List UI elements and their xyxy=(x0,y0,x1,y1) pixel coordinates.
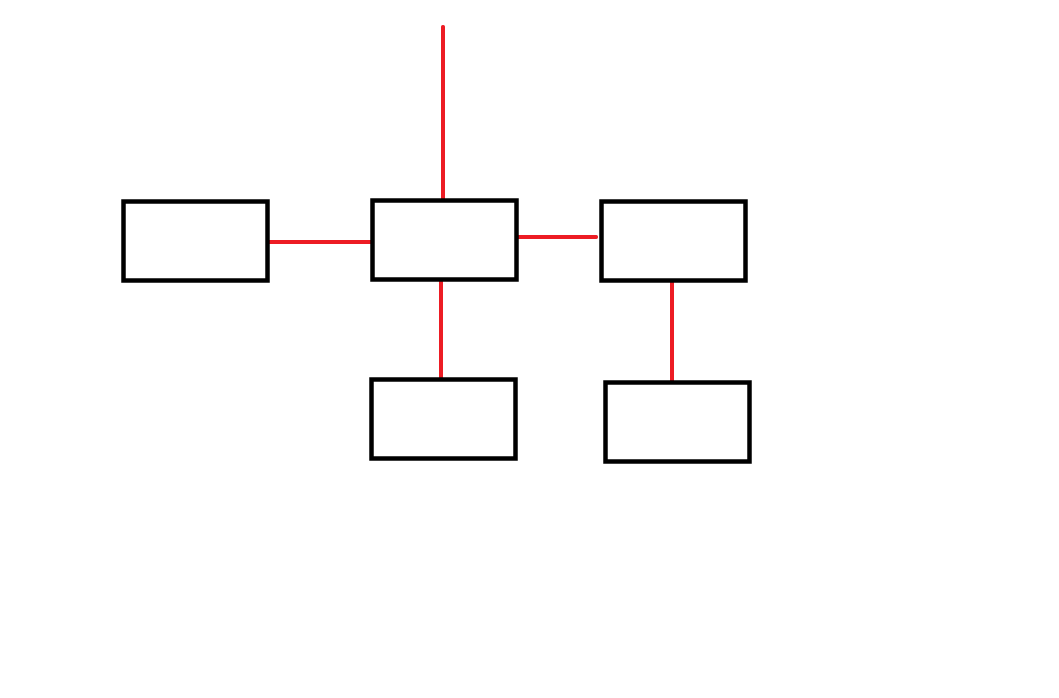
box-center-bottom xyxy=(369,377,518,461)
box-right-bottom xyxy=(603,380,752,464)
box-center xyxy=(370,198,519,282)
box-left xyxy=(121,199,270,283)
box-right xyxy=(599,199,748,283)
